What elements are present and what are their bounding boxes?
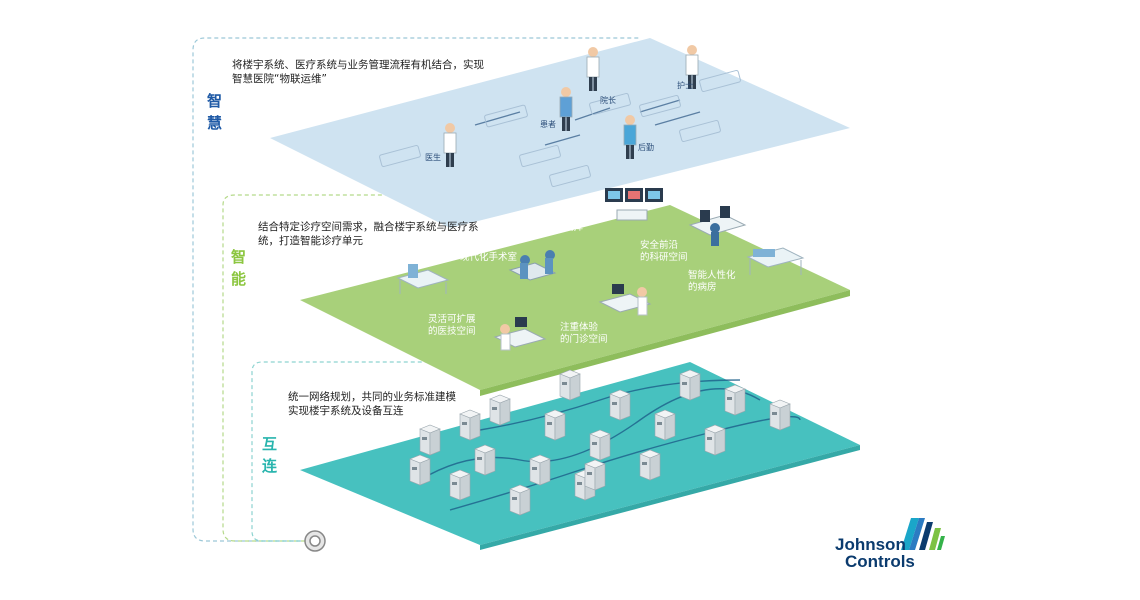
- smart-ward-bed-icon: [746, 247, 805, 275]
- bottom-connector-line: [251, 361, 440, 542]
- connector-hub-icon: [304, 530, 326, 552]
- top-connector-line: [192, 37, 640, 542]
- person-figure: [443, 123, 457, 167]
- device-cabinet-icon: [489, 394, 511, 426]
- space-label-line: 的病房: [688, 281, 717, 293]
- role-figures: [443, 45, 699, 167]
- space-label-line: 安全前沿: [640, 239, 679, 251]
- brand-name-line-2: Controls: [845, 552, 915, 571]
- device-cabinet-icon: [639, 449, 661, 481]
- outpatient-desk-icon: [598, 284, 652, 316]
- device-cabinet-icon: [769, 399, 791, 431]
- middle-layer-edge: [480, 290, 850, 396]
- top-layer-description: 将楼宇系统、医疗系统与业务管理流程有机结合，实现 智慧医院“物联运维”: [232, 58, 484, 86]
- role-label: 后勤: [638, 142, 654, 152]
- brand-name-line-1: Johnson: [835, 535, 906, 554]
- medical-equipment: [396, 188, 805, 351]
- space-label-line: 的科研空间: [640, 251, 688, 263]
- person-figure: [623, 115, 637, 159]
- top-desc-line-1: 将楼宇系统、医疗系统与业务管理流程有机结合，实现: [232, 59, 484, 71]
- ward-bed-icon: [396, 264, 450, 294]
- role-label: 院长: [600, 95, 616, 105]
- space-label-line: 后勤指挥: [545, 221, 584, 233]
- person-figure: [586, 47, 600, 91]
- device-cabinet-icon: [679, 369, 701, 401]
- johnson-controls-logo-mark: [901, 518, 945, 550]
- role-label: 患者: [540, 119, 556, 129]
- bottom-layer-edge: [480, 445, 860, 550]
- device-cabinet-icon: [459, 409, 481, 441]
- space-label-line: 灵活可扩展: [428, 313, 476, 325]
- space-label-line: 注重体验: [560, 321, 599, 333]
- space-label-line: 高效物联的: [545, 209, 593, 221]
- bottom-layer-description: 统一网络规划，共同的业务标准建模 实现楼宇系统及设备互连: [288, 390, 456, 418]
- building-system-devices: [409, 369, 791, 516]
- device-cabinet-icon: [474, 444, 496, 476]
- top-layer-plane: [270, 38, 850, 228]
- device-cabinet-icon: [449, 469, 471, 501]
- device-cabinet-icon: [509, 484, 531, 516]
- top-layer-title-char-2: 慧: [207, 114, 223, 132]
- middle-desc-line-1: 结合特定诊疗空间需求，融合楼宇系统与医疗系: [258, 221, 479, 233]
- space-label-line: 的医技空间: [428, 325, 476, 337]
- bottom-desc-line-2: 实现楼宇系统及设备互连: [288, 405, 404, 417]
- device-cabinet-icon: [584, 459, 606, 491]
- device-cabinet-icon: [409, 454, 431, 486]
- bottom-desc-line-1: 统一网络规划，共同的业务标准建模: [288, 391, 456, 403]
- middle-layer-title-char-2: 能: [231, 270, 247, 288]
- device-cabinet-icon: [704, 424, 726, 456]
- bottom-layer-title-char-1: 互: [262, 435, 278, 453]
- device-cabinet-icon: [559, 369, 581, 401]
- imaging-room-icon: [493, 317, 547, 351]
- person-figure: [685, 45, 699, 89]
- middle-layer-description: 结合特定诊疗空间需求，融合楼宇系统与医疗系 统，打造智能诊疗单元: [258, 220, 479, 248]
- space-label-line: 的门诊空间: [560, 333, 608, 345]
- device-cabinet-icon: [654, 409, 676, 441]
- role-label: 护士: [677, 80, 693, 90]
- role-label: 医生: [425, 152, 441, 162]
- space-label-line: 可靠的: [460, 239, 489, 251]
- top-faint-labels: [379, 69, 741, 188]
- device-cabinet-icon: [419, 424, 441, 456]
- space-label-line: 智能人性化: [688, 269, 736, 281]
- bottom-layer-title-char-2: 连: [262, 457, 278, 475]
- person-figure: [559, 87, 573, 131]
- lab-workstation-icon: [688, 206, 747, 246]
- device-cabinet-icon: [724, 384, 746, 416]
- device-cabinet-icon: [609, 389, 631, 421]
- device-cabinet-icon: [589, 429, 611, 461]
- device-cabinet-icon: [544, 409, 566, 441]
- middle-layer-title-char-1: 智: [231, 248, 247, 266]
- top-desc-line-2: 智慧医院“物联运维”: [232, 73, 327, 85]
- space-label-line: 现代化手术室: [460, 251, 517, 263]
- middle-layer-plane: [300, 205, 850, 390]
- device-cabinet-icon: [529, 454, 551, 486]
- operating-table-icon: [508, 250, 557, 281]
- monitor-wall-icon: [605, 188, 663, 221]
- connector-lines: [192, 37, 640, 542]
- middle-desc-line-2: 统，打造智能诊疗单元: [258, 235, 363, 247]
- top-layer-title-char-1: 智: [207, 92, 223, 110]
